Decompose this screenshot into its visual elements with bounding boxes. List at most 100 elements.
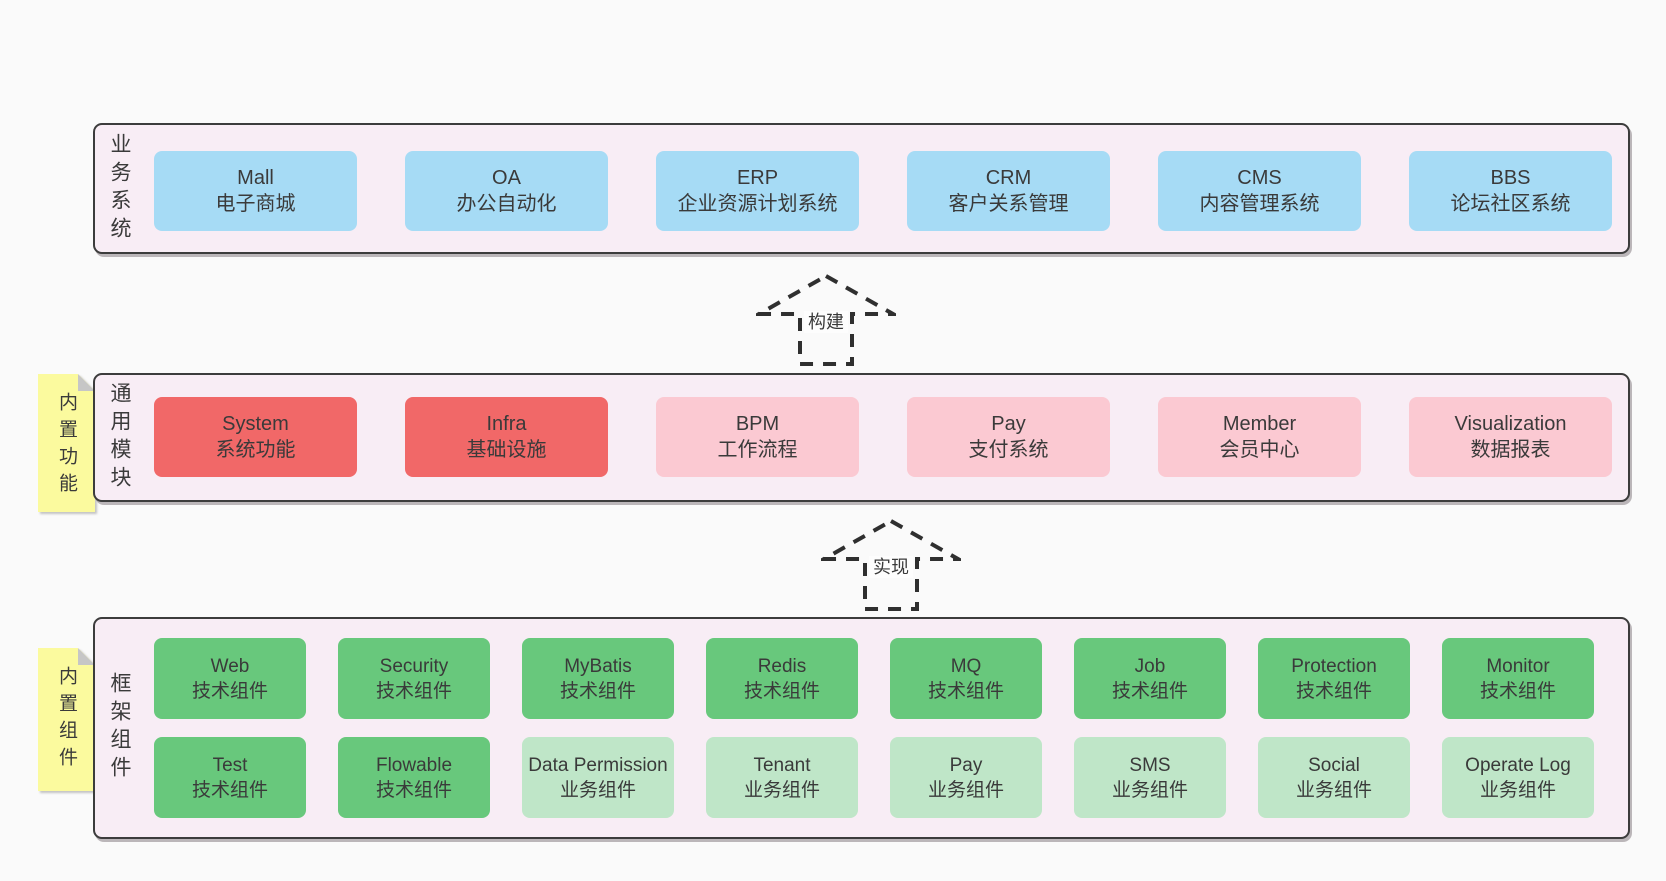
box-subtitle: 企业资源计划系统 <box>677 193 838 215</box>
section-title: 框架组件 <box>108 672 131 784</box>
box-subtitle: 业务组件 <box>1479 779 1556 801</box>
box-redis: Redis 技术组件 <box>706 638 858 719</box>
box-pay: Pay 支付系统 <box>907 397 1110 477</box>
box-subtitle: 内容管理系统 <box>1199 193 1320 215</box>
box-title: BPM <box>735 413 780 435</box>
box-mall: Mall 电子商城 <box>154 151 357 231</box>
box-pay: Pay 业务组件 <box>890 737 1042 818</box>
box-title: Data Permission <box>528 754 668 776</box>
box-subtitle: 技术组件 <box>375 680 452 702</box>
box-subtitle: 技术组件 <box>191 680 268 702</box>
box-subtitle: 客户关系管理 <box>948 193 1069 215</box>
up-arrow-dashed-icon <box>821 518 961 611</box>
box-title: OA <box>492 167 521 189</box>
box-title: Visualization <box>1454 413 1567 435</box>
box-visualization: Visualization 数据报表 <box>1409 397 1612 477</box>
box-test: Test 技术组件 <box>154 737 306 818</box>
box-flowable: Flowable 技术组件 <box>338 737 490 818</box>
box-security: Security 技术组件 <box>338 638 490 719</box>
box-title: MQ <box>950 655 982 677</box>
box-title: Infra <box>486 413 527 435</box>
box-subtitle: 业务组件 <box>743 779 820 801</box>
box-title: Security <box>379 655 449 677</box>
box-subtitle: 技术组件 <box>927 680 1004 702</box>
section-common-modules: 通用模块 System 系统功能 Infra 基础设施 BPM 工作流程 Pay 支付系统 Me… <box>93 373 1630 502</box>
box-title: Member <box>1222 413 1297 435</box>
box-subtitle: 支付系统 <box>968 439 1049 461</box>
box-title: Operate Log <box>1465 754 1571 776</box>
box-subtitle: 工作流程 <box>717 439 798 461</box>
box-title: BBS <box>1490 167 1531 189</box>
box-title: Job <box>1134 655 1166 677</box>
box-tenant: Tenant 业务组件 <box>706 737 858 818</box>
sticky-note: 内置功能 <box>38 374 95 512</box>
box-social: Social 业务组件 <box>1258 737 1410 818</box>
sticky-note: 内置组件 <box>38 648 95 791</box>
box-title: MyBatis <box>564 655 632 677</box>
box-subtitle: 技术组件 <box>559 680 636 702</box>
sticky-tab-label: 内置组件 <box>56 666 77 774</box>
box-subtitle: 会员中心 <box>1219 439 1300 461</box>
box-subtitle: 数据报表 <box>1470 439 1551 461</box>
box-subtitle: 技术组件 <box>1295 680 1372 702</box>
sticky-tab-built-in-components: 内置组件 <box>38 648 95 791</box>
box-system: System 系统功能 <box>154 397 357 477</box>
up-arrow-dashed-icon <box>756 273 896 366</box>
box-subtitle: 业务组件 <box>927 779 1004 801</box>
box-sms: SMS 业务组件 <box>1074 737 1226 818</box>
box-title: ERP <box>736 167 779 189</box>
box-title: System <box>222 413 289 435</box>
box-subtitle: 技术组件 <box>191 779 268 801</box>
box-subtitle: 业务组件 <box>1111 779 1188 801</box>
box-subtitle: 系统功能 <box>215 439 296 461</box>
box-subtitle: 技术组件 <box>375 779 452 801</box>
sticky-tab-label: 内置功能 <box>56 392 77 500</box>
box-bpm: BPM 工作流程 <box>656 397 859 477</box>
box-protection: Protection 技术组件 <box>1258 638 1410 719</box>
box-member: Member 会员中心 <box>1158 397 1361 477</box>
box-cms: CMS 内容管理系统 <box>1158 151 1361 231</box>
box-data-permission: Data Permission 业务组件 <box>522 737 674 818</box>
box-erp: ERP 企业资源计划系统 <box>656 151 859 231</box>
box-subtitle: 业务组件 <box>559 779 636 801</box>
box-title: CMS <box>1237 167 1282 189</box>
box-subtitle: 基础设施 <box>466 439 547 461</box>
box-title: Protection <box>1291 655 1377 677</box>
box-title: Flowable <box>375 754 453 776</box>
box-row: System 系统功能 Infra 基础设施 BPM 工作流程 Pay 支付系统 Member 会… <box>154 397 1612 477</box>
box-title: SMS <box>1129 754 1171 776</box>
arrow-label: 构建 <box>804 311 848 333</box>
box-oa: OA 办公自动化 <box>405 151 608 231</box>
box-title: Test <box>212 754 248 776</box>
box-title: CRM <box>985 167 1032 189</box>
box-mybatis: MyBatis 技术组件 <box>522 638 674 719</box>
arrow-label: 实现 <box>869 556 913 578</box>
box-subtitle: 技术组件 <box>743 680 820 702</box>
box-row: Mall 电子商城 OA 办公自动化 ERP 企业资源计划系统 CRM 客户关系管理 CMS 内容… <box>154 151 1612 231</box>
box-subtitle: 电子商城 <box>215 193 296 215</box>
box-title: Monitor <box>1486 655 1550 677</box>
box-title: Social <box>1308 754 1360 776</box>
sticky-tab-built-in-functions: 内置功能 <box>38 374 95 512</box>
box-subtitle: 办公自动化 <box>456 193 557 215</box>
box-title: Pay <box>991 413 1026 435</box>
box-title: Mall <box>237 167 274 189</box>
box-operate-log: Operate Log 业务组件 <box>1442 737 1594 818</box>
box-title: Tenant <box>753 754 811 776</box>
box-title: Redis <box>757 655 807 677</box>
implement-arrow-icon: 实现 <box>821 518 961 612</box>
build-arrow-icon: 构建 <box>756 273 896 367</box>
box-subtitle: 业务组件 <box>1295 779 1372 801</box>
section-title: 通用模块 <box>108 381 131 494</box>
box-title: Pay <box>949 754 983 776</box>
box-crm: CRM 客户关系管理 <box>907 151 1110 231</box>
box-mq: MQ 技术组件 <box>890 638 1042 719</box>
